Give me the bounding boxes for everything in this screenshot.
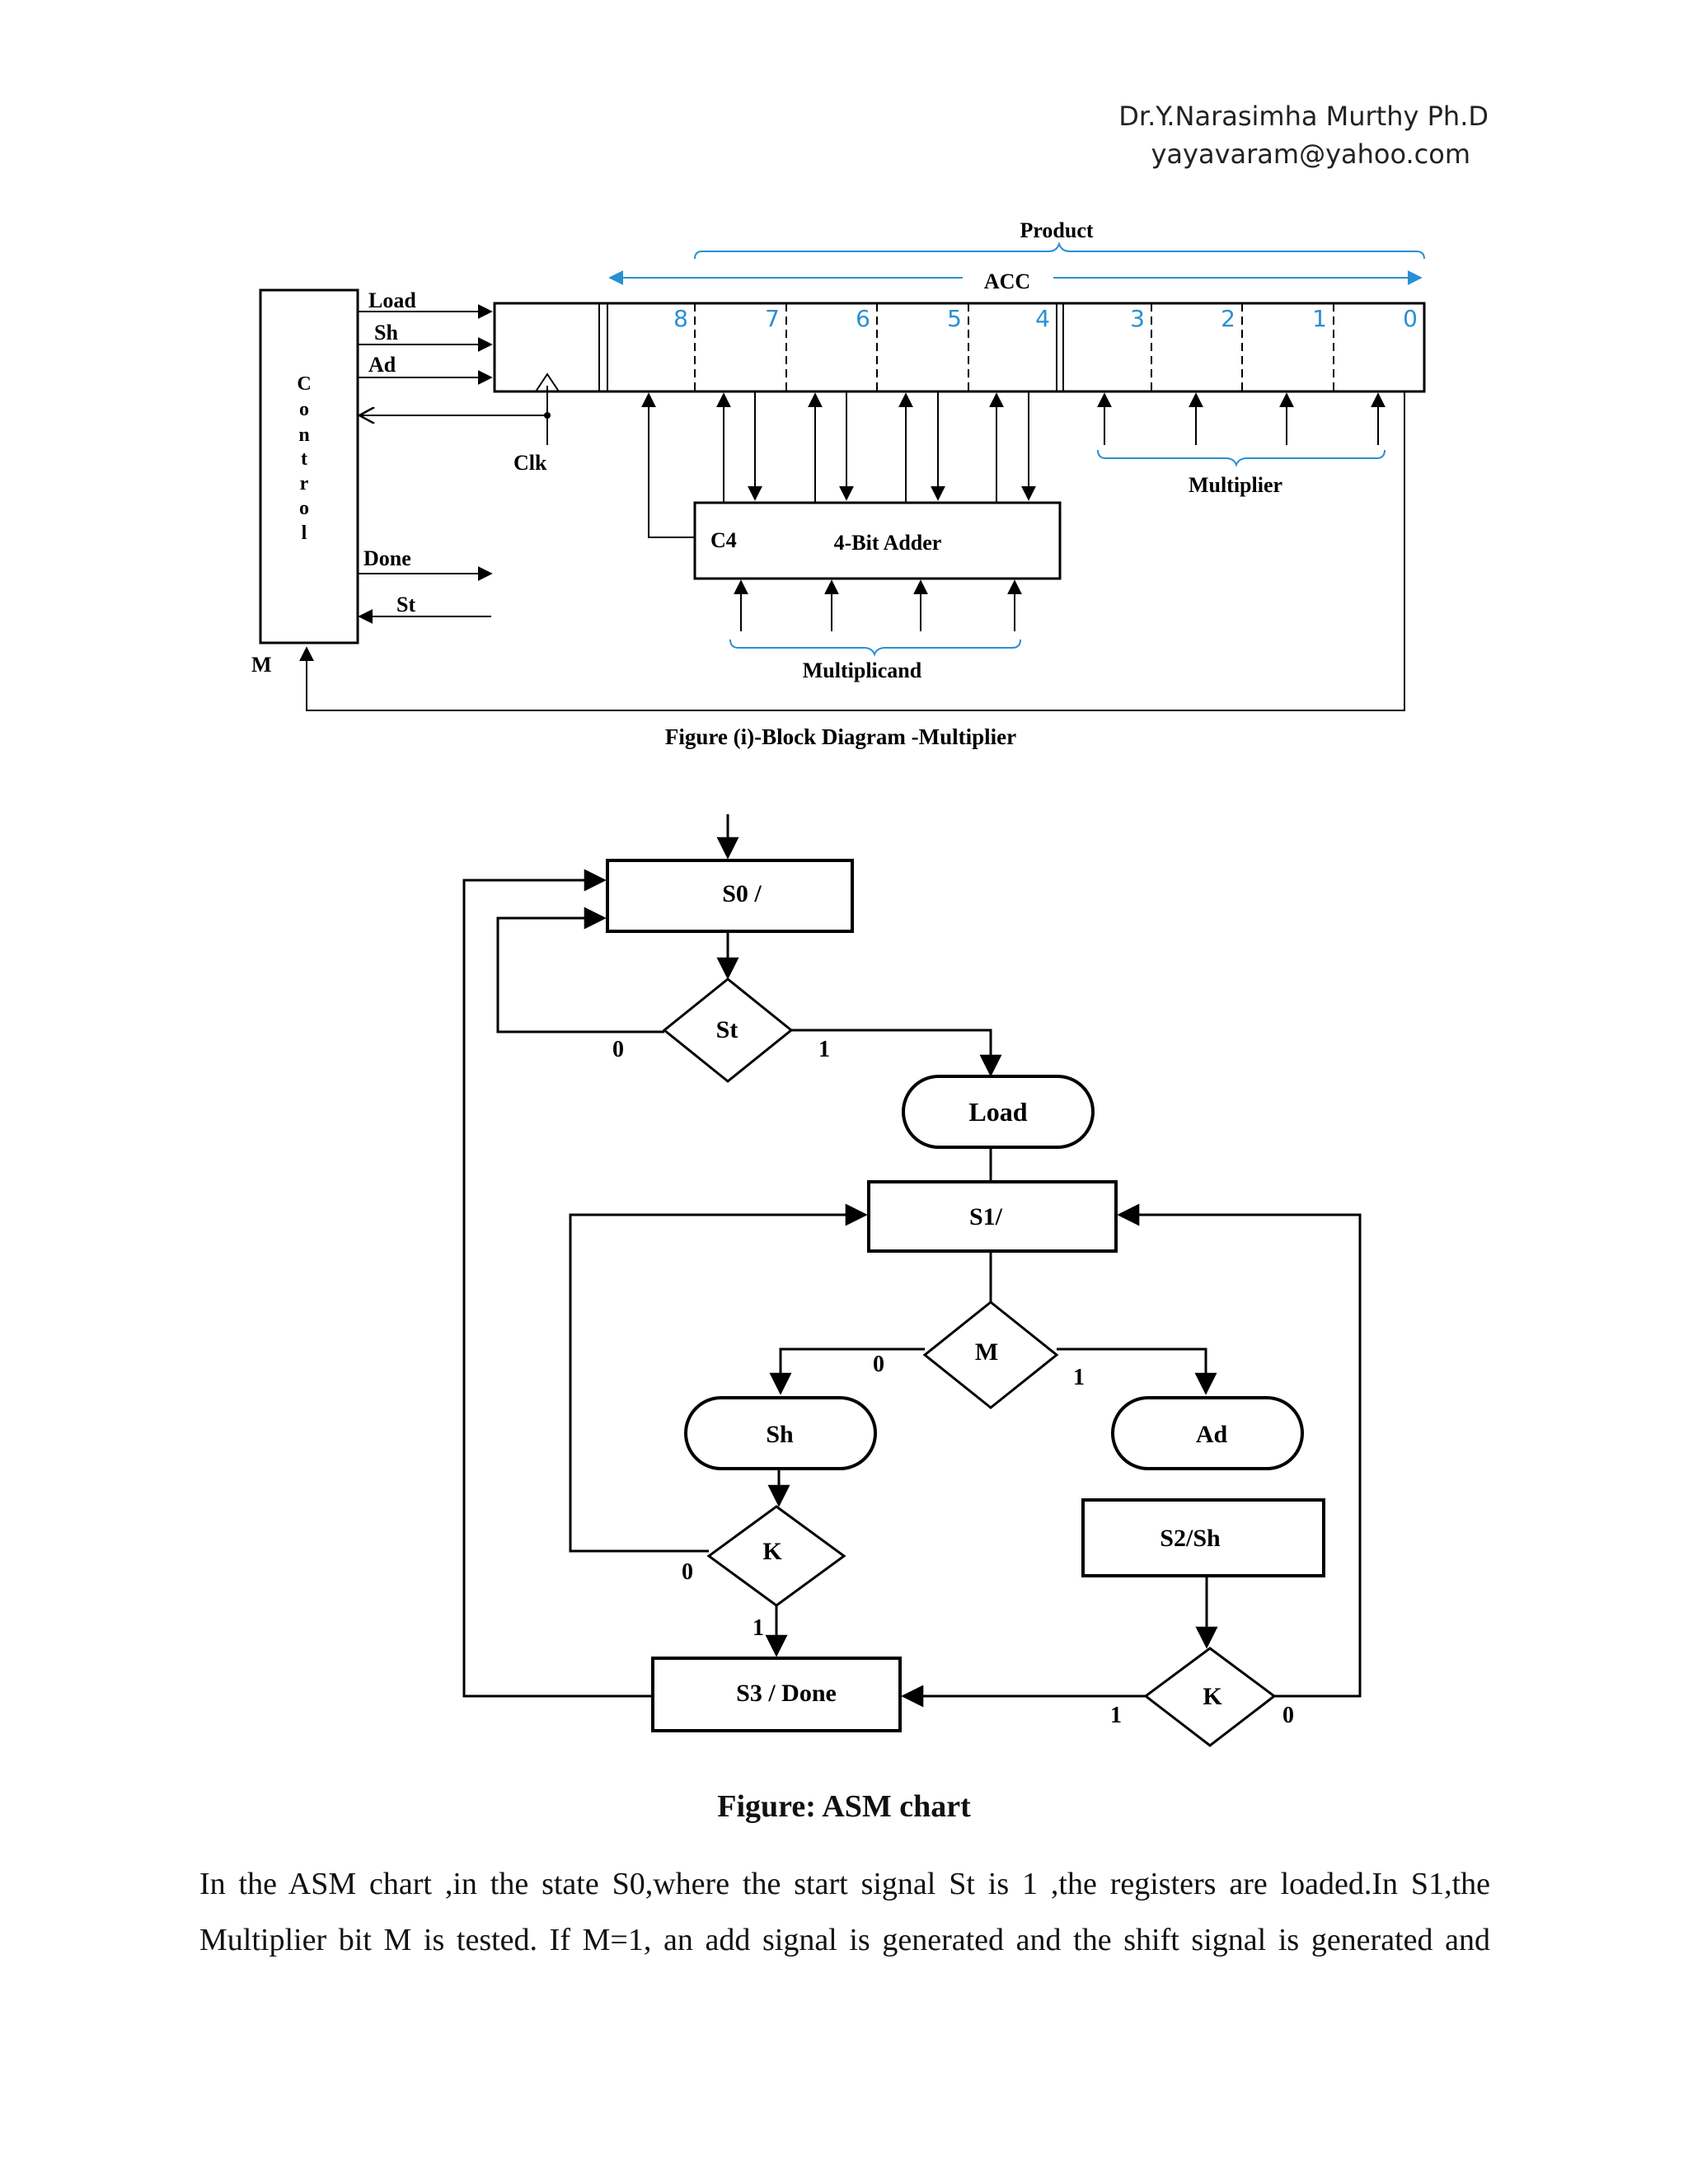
sh-output-oval [684,1396,877,1470]
control-box [259,288,359,644]
m-label: M [251,653,272,677]
paragraph-line-1: In the ASM chart ,in the state S0,where … [199,1867,1490,1901]
clk-label: Clk [513,451,547,475]
acc-label: ACC [984,269,1030,293]
m-decision-label: M [975,1338,998,1366]
clock-triangle [535,373,560,392]
multiplier-label: Multiplier [1189,473,1282,497]
s1-label: S1/ [969,1203,1003,1230]
st-label: St [396,593,415,616]
bit-label: 3 [1130,305,1145,332]
multiplicand-label: Multiplicand [803,658,922,682]
bit-label: 1 [1312,305,1327,332]
control-letter: o [299,399,309,420]
c4-carry-line [641,392,695,538]
sh-label: Sh [374,321,398,344]
m-0-path [769,1347,925,1395]
st-decision-label: St [716,1016,738,1043]
k-right-label: K [1203,1683,1222,1710]
ad-output-label: Ad [1196,1421,1228,1448]
bit-label: 6 [856,305,870,332]
m-decision [922,1301,1059,1409]
body-paragraph: In the ASM chart ,in the state S0,where … [199,1856,1490,1968]
load-output-label: Load [968,1097,1027,1127]
control-letter: o [299,498,309,519]
k-left-0-loop [569,1203,868,1553]
m-1-label: 1 [1073,1365,1085,1390]
s3-label: S3 / Done [736,1680,837,1707]
multiplicand-brace [729,639,1021,657]
multiplier-brace [1097,449,1386,467]
c4-label: C4 [710,528,737,552]
s1-state-box [867,1180,1118,1253]
bit-label: 4 [1035,305,1050,332]
product-label: Product [1020,218,1093,242]
control-letter: l [302,523,307,544]
control-letter: n [298,424,309,446]
paragraph-line-2: Multiplier bit M is tested. If M=1, an a… [199,1923,1490,1957]
st-1-path [791,1029,1002,1077]
page-header: Dr.Y.Narasimha Murthy Ph.D yayavaram@yah… [1118,97,1489,173]
bit-label: 5 [947,305,962,332]
k-right-0-label: 0 [1282,1703,1294,1728]
block-diagram: C o n t r o l Load Sh Ad Done [251,218,1426,749]
ad-output-oval [1111,1396,1304,1470]
bit-label: 0 [1403,305,1418,332]
author-name: Dr.Y.Narasimha Murthy Ph.D [1118,101,1489,132]
adder-box [693,501,1062,580]
s0-state-box [606,859,854,933]
st-0-label: 0 [612,1037,624,1062]
done-label: Done [363,546,411,570]
load-label: Load [368,288,416,312]
m-feedback-line [299,391,1405,711]
clk-line [359,386,548,415]
k-left-0-label: 0 [682,1559,693,1585]
k-right-0-loop [1117,1203,1362,1698]
adder-title: 4-Bit Adder [834,531,942,555]
register-box [493,302,1426,393]
bit-label: 7 [765,305,780,332]
control-letter: C [297,373,311,395]
st-0-loop [496,907,664,1033]
control-letter: r [300,473,309,494]
st-1-label: 1 [818,1037,830,1062]
control-letter: t [301,448,307,470]
s3-to-s0-loop [462,869,653,1698]
block-diagram-caption: Figure (i)-Block Diagram -Multiplier [665,724,1016,749]
bit-label: 2 [1221,305,1236,332]
m-0-label: 0 [873,1352,884,1377]
load-output-oval [902,1075,1095,1149]
s3-state-box [651,1657,902,1732]
s2-state-box [1081,1498,1325,1577]
author-email: yayavaram@yahoo.com [1151,138,1470,170]
k-left-1-label: 1 [753,1615,764,1641]
s2-label: S2/Sh [1160,1525,1221,1552]
s0-label: S0 / [722,880,762,907]
product-brace [694,241,1425,260]
k-right-1-label: 1 [1110,1703,1122,1728]
m-1-path [1057,1347,1217,1395]
ad-label: Ad [368,353,396,377]
bit-label: 8 [673,305,688,332]
k-decision-right [1143,1647,1277,1747]
sh-output-label: Sh [766,1421,794,1448]
st-decision [662,977,794,1083]
asm-chart: S0 / St 0 1 Load S1/ M 0 1 [462,814,1362,1747]
k-left-label: K [762,1538,782,1565]
asm-chart-caption: Figure: ASM chart [717,1789,971,1824]
